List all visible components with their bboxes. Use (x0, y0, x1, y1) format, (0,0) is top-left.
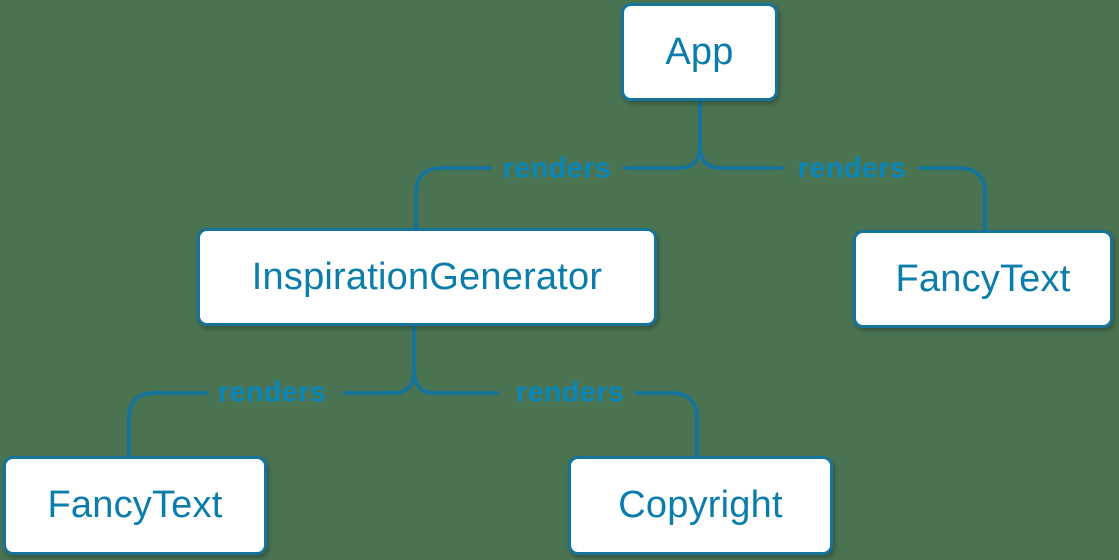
node-inspiration-generator: InspirationGenerator (197, 228, 657, 326)
edge-inspiration-generator-junction (343, 324, 499, 395)
edge-line (127, 391, 209, 459)
node-app: App (621, 3, 778, 101)
edge-app-to-inspiration-generator (414, 166, 492, 231)
edge-app-to-fancy-text-top (918, 166, 987, 233)
edge-line (918, 166, 987, 233)
edge-line (634, 391, 699, 459)
edge-app-flare-left-line (623, 142, 702, 170)
edge-label-app-to-inspiration-generator: renders (502, 152, 612, 185)
edge-app-flare-right-line (698, 142, 784, 170)
edge-inspiration-flare-left-line (343, 367, 416, 395)
edge-label-inspiration-generator-to-copyright: renders (515, 376, 625, 409)
edge-label-inspiration-generator-to-fancy-text-bottom: renders (217, 376, 327, 409)
edge-inspiration-generator-to-fancy-text-bottom (127, 391, 209, 459)
node-fancy-text-bottom: FancyText (3, 456, 267, 555)
node-fancy-text-top: FancyText (853, 230, 1113, 328)
node-copyright: Copyright (568, 456, 833, 555)
edge-app-junction (623, 99, 784, 170)
edge-inspiration-flare-right-line (412, 367, 499, 395)
edge-line (414, 166, 492, 231)
edge-inspiration-generator-to-copyright (634, 391, 699, 459)
edge-label-app-to-fancy-text-top: renders (797, 152, 907, 185)
